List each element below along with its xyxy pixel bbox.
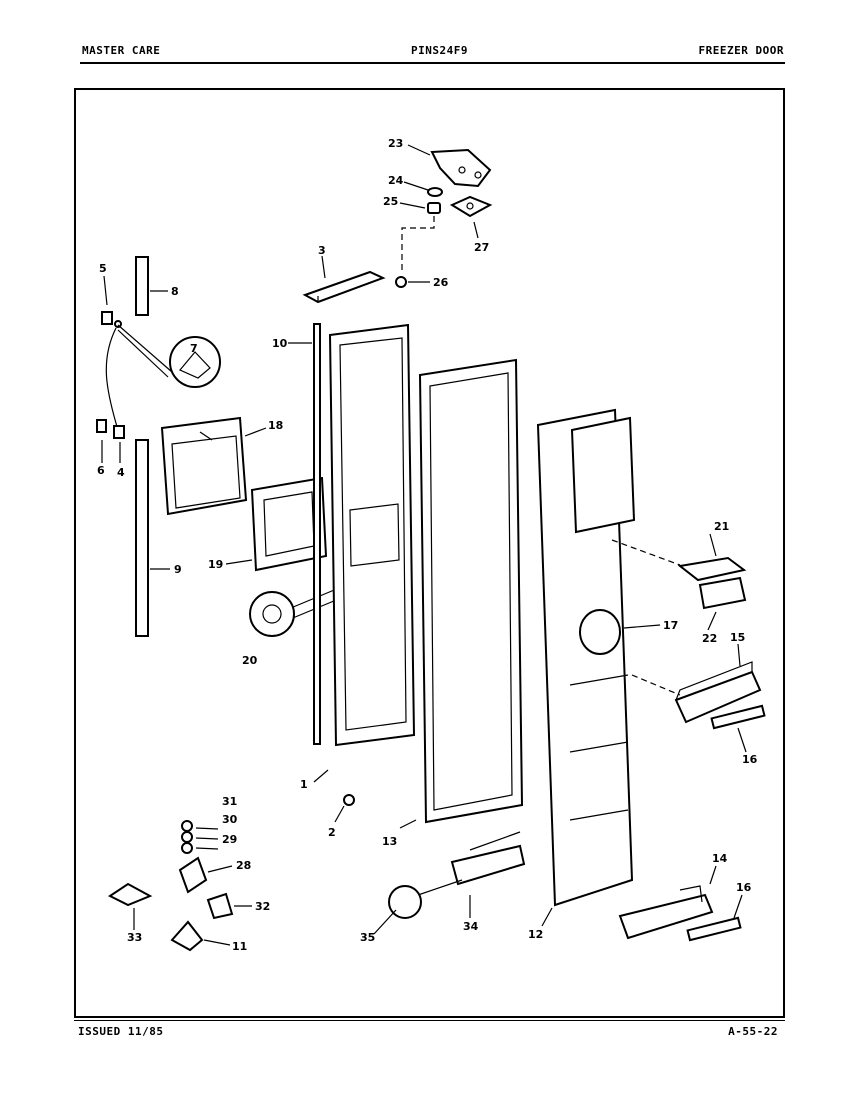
callout-22: 22 [702,632,717,645]
callout-15: 15 [730,631,745,644]
callout-13: 13 [382,835,397,848]
callout-18: 18 [268,419,283,432]
callout-12: 12 [528,928,543,941]
header-rule [80,62,785,64]
part-15-door-bin [674,661,762,724]
part-24-washer [427,187,443,197]
footer-rule [74,1020,785,1021]
callout-31: 31 [222,795,237,808]
callout-2: 2 [328,826,336,839]
callout-20: 20 [242,654,258,667]
callout-32: 32 [255,900,270,913]
part-11-hinge-cover [170,920,204,952]
footer-page-code: A-55-22 [728,1025,778,1038]
part-6-clip [96,419,107,433]
leader-lines [101,144,747,946]
callout-17: 17 [663,619,678,632]
callout-34: 34 [463,920,479,933]
part-9-strip [135,439,149,637]
dashed-assembly-line [631,674,681,696]
callout-16-upper: 16 [742,753,758,766]
callout-3: 3 [318,244,326,257]
dashed-assembly-line [611,539,681,566]
part-21-tray [677,556,747,582]
callout-33: 33 [127,931,142,944]
callout-4: 4 [117,466,125,479]
callout-6: 6 [97,464,105,477]
footer-issue-date: ISSUED 11/85 [78,1025,164,1038]
callout-28: 28 [236,859,251,872]
part-35-lock-detail [388,879,463,919]
callout-25: 25 [383,195,398,208]
callout-5: 5 [99,262,107,275]
callout-9: 9 [174,563,182,576]
callout-21: 21 [714,520,729,533]
part-5-clip [101,311,113,325]
part-27-hinge-shim [449,195,493,218]
header-section-title: FREEZER DOOR [698,44,784,57]
part-19-plate [250,476,328,572]
callout-16-lower: 16 [736,881,752,894]
diagram-frame [74,88,785,1018]
callout-30: 30 [222,813,238,826]
callout-23: 23 [388,137,403,150]
part-25-bushing [427,202,441,214]
part-20-lock [249,575,371,637]
part-22-bracket [698,576,747,610]
part-5-connector [114,320,122,328]
callout-26: 26 [433,276,449,289]
part-23-top-hinge [430,148,492,188]
part-33-hinge-plate [108,882,153,907]
callout-11: 11 [232,940,247,953]
part-14-door-bin [618,885,714,940]
part-29-bushing [181,842,193,854]
callout-7: 7 [190,342,198,355]
part-4-wire-harness [105,327,119,431]
callout-14: 14 [712,852,728,865]
part-2-bushing [343,794,355,806]
callout-24: 24 [388,174,404,187]
part-31-washer [181,820,193,832]
callout-29: 29 [222,833,237,846]
part-7-detail-circle [117,324,221,388]
header-model-number: PINS24F9 [411,44,468,57]
part-10-rod [313,323,321,745]
part-18-housing [160,416,248,516]
dashed-assembly-line [401,216,435,270]
part-12-door-liner [536,408,636,907]
part-30-washer [181,831,193,843]
part-34-handle-bracket [450,831,526,886]
callout-10: 10 [272,337,288,350]
part-1-inner-panel [328,323,416,747]
callout-1: 1 [300,778,308,791]
callout-27: 27 [474,241,489,254]
callout-35: 35 [360,931,375,944]
part-26-bushing [395,276,407,288]
header-brand: MASTER CARE [82,44,161,57]
callout-19: 19 [208,558,223,571]
part-16-trim-strip-lower [686,916,742,942]
part-16-trim-strip-upper [710,704,766,730]
part-32-bracket [206,892,234,920]
part-4-connector [113,425,125,439]
part-3-top-trim [302,270,386,304]
part-13-door-gasket [418,358,524,824]
part-28-bottom-hinge [178,856,208,894]
callout-labels: 1 2 3 4 5 6 7 8 9 10 11 12 13 14 15 16 1… [97,137,758,953]
part-8-strip [135,256,149,316]
callout-8: 8 [171,285,179,298]
